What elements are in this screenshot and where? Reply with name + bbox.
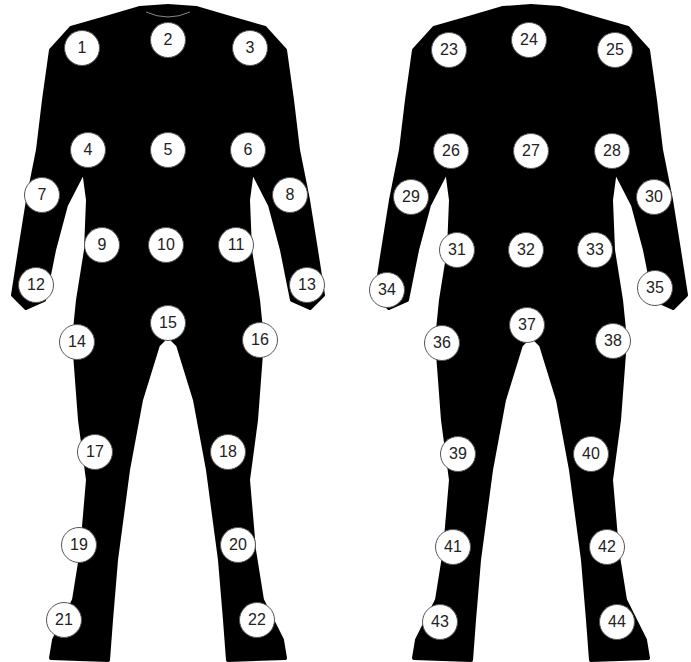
callout-circle: 18 [210, 434, 246, 470]
callout-circle: 39 [440, 436, 476, 472]
callout-number: 7 [38, 187, 47, 203]
callout-number: 17 [86, 444, 104, 460]
callout-number: 2 [164, 32, 173, 48]
collar-line [146, 12, 190, 17]
callout-circle: 43 [422, 604, 458, 640]
callout-number: 15 [159, 315, 177, 331]
callout-circle: 11 [218, 227, 254, 263]
callout-circle: 20 [220, 527, 256, 563]
callout-number: 24 [520, 32, 538, 48]
callout-number: 34 [378, 282, 396, 298]
callout-circle: 17 [77, 434, 113, 470]
callout-circle: 16 [242, 322, 278, 358]
callout-number: 23 [440, 42, 458, 58]
callout-circle: 26 [433, 133, 469, 169]
callout-circle: 24 [511, 22, 547, 58]
callout-number: 20 [229, 537, 247, 553]
callout-number: 16 [251, 332, 269, 348]
front-silhouette [13, 6, 323, 660]
callout-number: 35 [646, 280, 664, 296]
callout-number: 3 [246, 40, 255, 56]
callout-circle: 12 [18, 267, 54, 303]
callout-number: 11 [228, 237, 245, 253]
callout-circle: 13 [289, 267, 325, 303]
callout-circle: 36 [424, 325, 460, 361]
callout-number: 37 [518, 317, 536, 333]
callout-number: 5 [164, 142, 173, 158]
callout-circle: 41 [435, 529, 471, 565]
callout-circle: 1 [64, 30, 100, 66]
callout-circle: 37 [509, 307, 545, 343]
callout-circle: 9 [84, 227, 120, 263]
callout-number: 30 [645, 189, 663, 205]
callout-circle: 4 [70, 132, 106, 168]
callout-number: 29 [402, 189, 420, 205]
callout-circle: 22 [239, 602, 275, 638]
callout-number: 6 [244, 142, 253, 158]
callout-number: 1 [78, 40, 87, 56]
callout-circle: 34 [369, 272, 405, 308]
back-silhouette [376, 6, 686, 660]
callout-number: 33 [586, 242, 604, 258]
callout-circle: 38 [595, 323, 631, 359]
callout-number: 22 [248, 612, 266, 628]
callout-circle: 29 [393, 179, 429, 215]
callout-number: 12 [27, 277, 45, 293]
callout-circle: 5 [150, 132, 186, 168]
callout-number: 44 [608, 614, 626, 630]
callout-number: 31 [448, 242, 466, 258]
callout-circle: 40 [573, 436, 609, 472]
callout-number: 43 [431, 614, 449, 630]
callout-number: 38 [604, 333, 622, 349]
callout-number: 18 [219, 444, 237, 460]
callout-number: 28 [603, 143, 621, 159]
callout-number: 27 [522, 143, 540, 159]
callout-circle: 19 [61, 527, 97, 563]
callout-circle: 14 [59, 324, 95, 360]
callout-circle: 8 [272, 177, 308, 213]
callout-circle: 44 [599, 604, 635, 640]
callout-number: 40 [582, 446, 600, 462]
callout-circle: 25 [597, 32, 633, 68]
callout-circle: 15 [150, 305, 186, 341]
callout-circle: 10 [148, 227, 184, 263]
callout-number: 4 [84, 142, 93, 158]
callout-circle: 42 [589, 529, 625, 565]
callout-circle: 6 [230, 132, 266, 168]
callout-circle: 32 [508, 232, 544, 268]
callout-number: 36 [433, 335, 451, 351]
callout-number: 42 [598, 539, 616, 555]
callout-circle: 27 [513, 133, 549, 169]
callout-number: 8 [286, 187, 295, 203]
callout-number: 21 [55, 612, 73, 628]
callout-number: 32 [517, 242, 535, 258]
callout-circle: 35 [637, 270, 673, 306]
callout-number: 10 [157, 237, 175, 253]
callout-circle: 33 [577, 232, 613, 268]
callout-circle: 3 [232, 30, 268, 66]
callout-circle: 23 [431, 32, 467, 68]
callout-circle: 31 [439, 232, 475, 268]
callout-number: 14 [68, 334, 86, 350]
callout-number: 9 [98, 237, 107, 253]
callout-circle: 28 [594, 133, 630, 169]
callout-number: 13 [298, 277, 316, 293]
callout-circle: 21 [46, 602, 82, 638]
callout-number: 41 [444, 539, 462, 555]
callout-circle: 30 [636, 179, 672, 215]
callout-number: 39 [449, 446, 467, 462]
callout-number: 19 [70, 537, 88, 553]
callout-circle: 2 [150, 22, 186, 58]
callout-number: 26 [442, 143, 460, 159]
callout-number: 25 [606, 42, 624, 58]
callout-circle: 7 [24, 177, 60, 213]
